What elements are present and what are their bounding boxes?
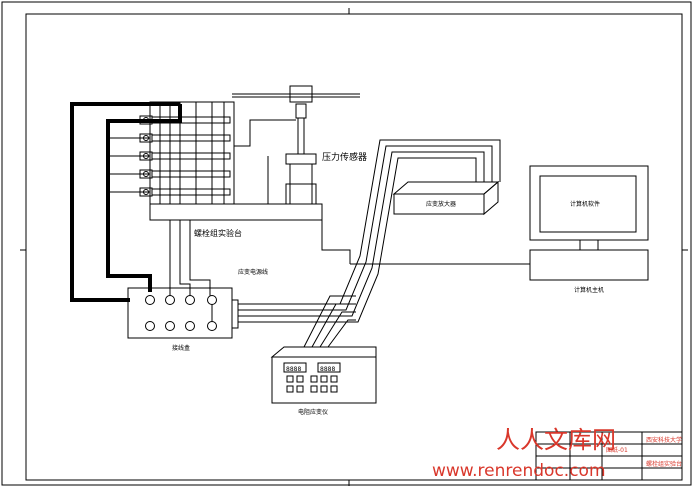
meter-key bbox=[310, 385, 318, 393]
title-drawing: 螺栓组实验台 bbox=[646, 460, 682, 468]
label-pressure-sensor: 压力传感器 bbox=[322, 151, 367, 163]
junction-terminals bbox=[145, 295, 217, 331]
bolt-shank bbox=[151, 188, 231, 196]
meter-digits-left: 8888 bbox=[286, 366, 301, 373]
terminal-bottom bbox=[165, 321, 175, 331]
thick-wiring-loop bbox=[70, 102, 182, 302]
terminal-top bbox=[185, 295, 195, 305]
watermark-cn: 人人文库网 bbox=[496, 426, 616, 454]
meter-key bbox=[330, 375, 338, 383]
terminal-top bbox=[207, 295, 217, 305]
meter-keys bbox=[286, 375, 338, 393]
terminal-bottom bbox=[207, 321, 217, 331]
title-block bbox=[535, 431, 683, 481]
label-strain-amp: 应变放大器 bbox=[426, 200, 456, 208]
bolt-shank bbox=[151, 170, 231, 178]
strain-meter bbox=[270, 346, 377, 404]
bolt-nut bbox=[143, 171, 149, 177]
wire-bundles bbox=[238, 139, 530, 348]
terminal-bottom bbox=[185, 321, 195, 331]
bolt-shank bbox=[151, 134, 231, 142]
title-school: 西安科技大学 bbox=[646, 436, 682, 444]
meter-key bbox=[286, 385, 294, 393]
terminal-top bbox=[165, 295, 175, 305]
meter-key bbox=[296, 385, 304, 393]
terminal-top bbox=[145, 295, 155, 305]
label-monitor: 计算机主机 bbox=[574, 286, 604, 294]
meter-key bbox=[296, 375, 304, 383]
computer-monitor bbox=[529, 165, 649, 281]
bolt-nut bbox=[143, 189, 149, 195]
label-software: 计算机软件 bbox=[570, 200, 600, 208]
junction-box bbox=[127, 287, 239, 339]
bolt-shank bbox=[151, 152, 231, 160]
meter-key bbox=[330, 385, 338, 393]
meter-key bbox=[286, 375, 294, 383]
terminal-bottom bbox=[145, 321, 155, 331]
strain-amplifier bbox=[392, 180, 500, 216]
meter-key bbox=[320, 385, 328, 393]
meter-key bbox=[320, 375, 328, 383]
bolt-nut bbox=[143, 117, 149, 123]
bolt-nut bbox=[143, 135, 149, 141]
meter-digits-right: 8888 bbox=[320, 366, 335, 373]
label-junction-box: 接线盒 bbox=[172, 344, 190, 352]
bolt-nut bbox=[143, 153, 149, 159]
watermark-url: www.renrendoc.com bbox=[432, 461, 606, 481]
label-bolt-bench: 螺栓组实验台 bbox=[194, 228, 242, 238]
bolt-rows bbox=[108, 115, 231, 197]
bolt-shank bbox=[151, 116, 231, 124]
label-cable: 应变电源线 bbox=[238, 268, 268, 276]
title-drawing-no: 图纸-01 bbox=[606, 446, 628, 454]
pressure-sensor-assembly bbox=[232, 85, 360, 205]
meter-key bbox=[310, 375, 318, 383]
label-strain-meter: 电阻应变仪 bbox=[298, 408, 328, 416]
